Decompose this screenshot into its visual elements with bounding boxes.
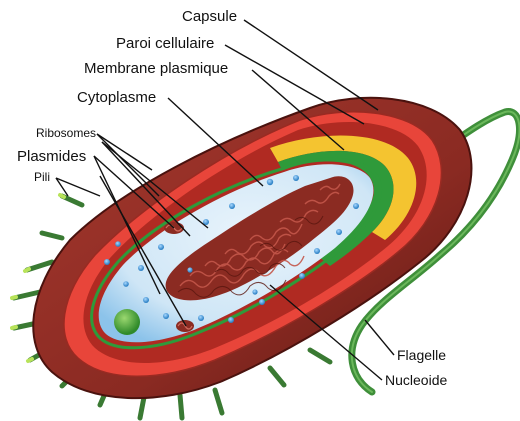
label-pili: Pili [34,171,50,183]
label-ribosomes: Ribosomes [36,127,96,139]
label-nucleoid: Nucleoide [385,373,447,387]
label-plasmids: Plasmides [17,149,86,164]
label-flagellum: Flagelle [397,348,446,362]
label-plasma-membrane: Membrane plasmique [84,61,228,76]
label-cell-wall: Paroi cellulaire [116,36,214,51]
label-capsule: Capsule [182,9,237,24]
inclusion-body [114,309,140,335]
label-cytoplasm: Cytoplasme [77,90,156,105]
